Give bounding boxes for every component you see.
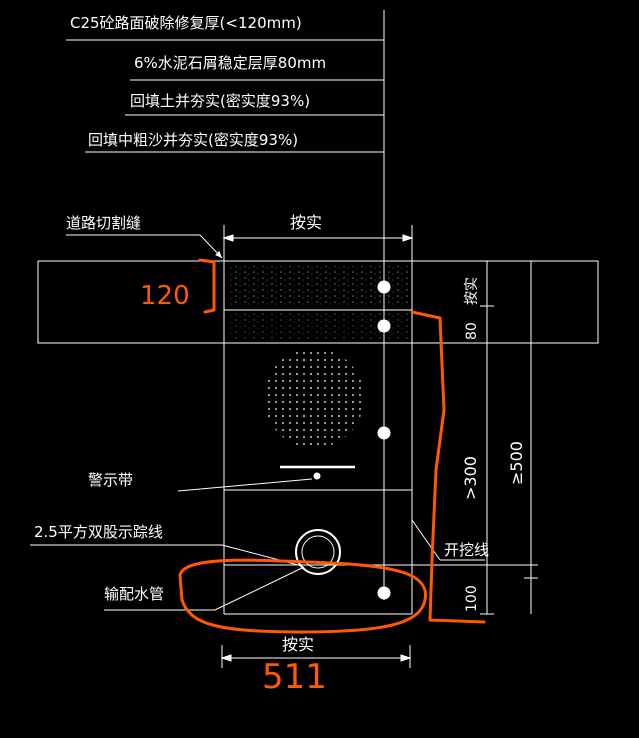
top-width-dimension <box>222 225 414 262</box>
layer-stabilized-label: 6%水泥石屑稳定层厚80mm <box>134 54 326 72</box>
markup-excavation-curve <box>410 310 486 624</box>
warning-tape-leader <box>177 478 313 492</box>
road-cut-label: 道路切割缝 <box>66 214 141 232</box>
handwritten-120: 120 <box>140 281 190 311</box>
callout-point-c25 <box>377 280 391 294</box>
excavation-leader <box>411 519 441 561</box>
warning-tape-point <box>313 472 321 480</box>
layer-backfill-soil-label: 回填土并夯实(密实度93%) <box>130 92 310 110</box>
dim-80: 80 <box>464 322 480 340</box>
bottom-width-label: 按实 <box>282 635 314 654</box>
water-pipe-inner <box>301 535 335 569</box>
dim-top-vertical: 按实 <box>464 277 480 305</box>
road-cut-leader <box>199 234 223 259</box>
bottom-width-dimension <box>220 645 412 668</box>
dim-gt300: >300 <box>461 456 480 500</box>
markup-bottom-ellipse <box>178 558 428 634</box>
dim-ge500: ≥500 <box>507 441 526 485</box>
callout-point-stabilized <box>377 319 391 333</box>
markup-120-bracket <box>198 258 216 314</box>
water-pipe <box>295 529 341 575</box>
top-width-label: 按实 <box>290 213 322 232</box>
warning-tape-label: 警示带 <box>88 471 133 489</box>
layer-backfill-sand-label: 回填中粗沙并夯实(密实度93%) <box>88 131 298 149</box>
dim-100: 100 <box>464 585 480 612</box>
handwritten-511: 511 <box>262 657 327 697</box>
tracer-wire-leader <box>221 544 303 567</box>
pipe-leader <box>214 566 305 611</box>
excavation-label: 开挖线 <box>444 541 489 559</box>
callout-point-backfill-sand <box>377 586 391 600</box>
callout-point-backfill-soil <box>377 426 391 440</box>
sand-fill-hatch <box>264 348 364 448</box>
trench-outline <box>223 261 413 615</box>
pipe-label: 输配水管 <box>104 585 164 603</box>
handwritten-markup <box>178 258 486 634</box>
road-slab <box>37 260 599 344</box>
layer-c25-label: C25砼路面破除修复厚(<120mm) <box>70 14 302 32</box>
tracer-wire-label: 2.5平方双股示踪线 <box>34 523 163 541</box>
